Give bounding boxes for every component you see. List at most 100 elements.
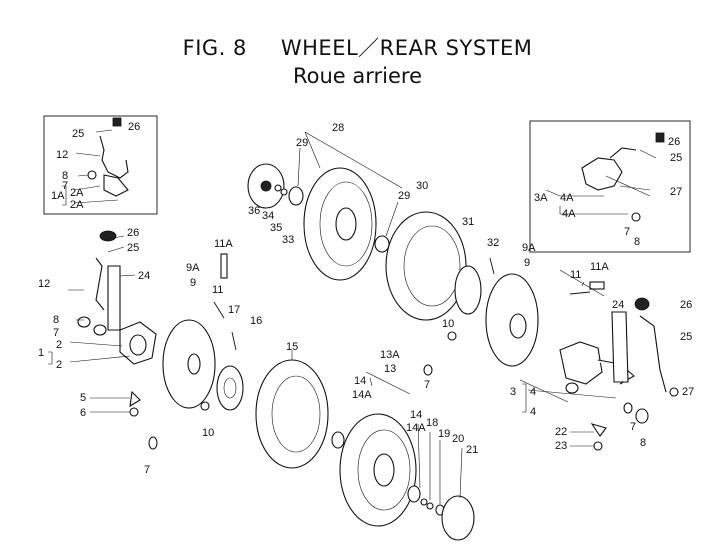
left-inset-label-25: 25: [72, 128, 84, 140]
label-11a-right: 11A: [590, 261, 609, 273]
bearing-29: [374, 235, 390, 253]
label-27-right: 27: [682, 386, 694, 398]
label-18: 18: [426, 417, 438, 429]
left-inset-bracket-line: [62, 185, 67, 206]
right-inset-leaders-b: [545, 189, 628, 215]
right-bolt-leaders: [559, 269, 605, 297]
left-assembly: 26 25 24 12 8 7 2 1 2 5 6 7 9A 9 11A 11 …: [38, 227, 262, 476]
label-11a-left: 11A: [214, 238, 233, 250]
right-inset-hub: [581, 157, 623, 191]
label-9a-left: 9A: [186, 262, 200, 274]
left-inset-hub: [103, 174, 129, 197]
left-inset-leaders: [73, 129, 119, 204]
label-9-left: 9: [190, 277, 196, 289]
right-disc-hub: [509, 313, 527, 339]
label-17-left: 17: [228, 304, 240, 316]
right-assembly: 9A 9 11 11A 10 7 24 26 25 3 4 4 27 22 23…: [423, 242, 694, 452]
left-inset: 25 26 12 8 7 1A 2A 2A: [43, 115, 158, 215]
label-23-right: 23: [555, 440, 567, 452]
right-bracket-3: [522, 383, 527, 413]
label-9a-right: 9A: [522, 242, 536, 254]
right-inset-label-7: 7: [624, 226, 630, 238]
label-7-right-low: 7: [630, 421, 636, 433]
label-33: 33: [282, 234, 294, 246]
label-15: 15: [286, 341, 298, 353]
figure-number: FIG. 8: [182, 36, 247, 60]
label-3-right: 3: [510, 386, 516, 398]
label-14-low: 14: [410, 409, 422, 421]
label-16-left: 16: [250, 315, 262, 327]
right-inset-clip: [655, 132, 665, 143]
wheel-28-hub: [335, 207, 357, 241]
right-inset-label-4a-top: 4A: [560, 192, 574, 204]
label-11-right: 11: [570, 269, 581, 281]
right-bolt-11a: [589, 281, 605, 290]
right-inset-label-26: 26: [668, 136, 680, 148]
right-inset-label-3a: 3A: [534, 192, 548, 204]
label-29-right: 29: [398, 190, 410, 202]
wheel-28-inner: [319, 181, 373, 267]
label-29-top: 29: [296, 137, 308, 149]
left-inset-label-8: 8: [62, 170, 68, 182]
label-2-left-bottom: 2: [56, 359, 62, 371]
label-29-leader: [297, 147, 301, 187]
right-nut-10: [447, 331, 457, 341]
label-7-left: 7: [53, 327, 59, 339]
left-assembly-leaders-b: [101, 235, 136, 277]
right-bracket-24: [611, 311, 629, 383]
left-inset-bushing: [87, 170, 97, 180]
label-28-leader: [304, 131, 403, 189]
left-nut-10: [200, 401, 210, 411]
bearing-14: [331, 431, 345, 449]
center-upper: 28 29 36 34 35 33 29 30 31 32: [247, 122, 499, 321]
label-19: 19: [438, 428, 450, 440]
left-disc-hub: [187, 353, 201, 375]
right-hub: [559, 341, 603, 385]
left-gear-16: [216, 365, 244, 411]
label-8-right: 8: [640, 437, 646, 449]
right-inset-label-8: 8: [634, 236, 640, 248]
left-bolt-11: [213, 301, 225, 319]
center-lower: 15 13A 13 14 14A 14 14A 18 19 20 21: [255, 341, 478, 541]
label-29b-leader: [385, 201, 399, 237]
right-clip-26: [634, 297, 650, 311]
label-7-left-bottom: 7: [144, 464, 150, 476]
clip-35: [280, 188, 288, 196]
right-inset-label-25: 25: [670, 152, 682, 164]
right-inset-leaders: [605, 149, 657, 197]
left-inset-label-7: 7: [62, 180, 68, 192]
center-lower-leaders: [417, 423, 463, 504]
right-inset-label-27: 27: [670, 186, 682, 198]
left-nut-8: [77, 316, 91, 328]
label-25-right: 25: [680, 331, 692, 343]
tire-30-inner: [403, 225, 461, 307]
left-gear-inner: [223, 377, 237, 399]
figure-subtitle: Roue arriere: [292, 64, 422, 88]
label-31: 31: [462, 216, 474, 228]
label-14a-mid: 14A: [352, 389, 372, 401]
right-inset-arm: [609, 147, 637, 159]
wheel-13-inner: [357, 429, 411, 511]
left-bolt-6: [129, 407, 139, 417]
label-24-right: 24: [612, 299, 624, 311]
right-bushing-7b: [623, 402, 633, 414]
label-7-right-mid: 7: [424, 379, 430, 391]
left-bolt-17: [231, 331, 237, 351]
left-cable: [95, 257, 105, 311]
bearing-33: [288, 186, 304, 206]
left-inset-bracket: [99, 135, 129, 179]
left-washer-7: [148, 436, 158, 450]
label-12-left: 12: [38, 278, 50, 290]
label-36: 36: [248, 205, 260, 217]
left-bracket-24: [107, 265, 121, 331]
label-32: 32: [487, 237, 499, 249]
left-bushing-7: [93, 324, 107, 336]
right-nut-27: [669, 387, 679, 397]
label-2-left-top: 2: [56, 339, 62, 351]
tire-30: [385, 211, 467, 321]
label-1-left: 1: [38, 347, 44, 359]
right-inset: 26 25 27 3A 4A 4A 7 8: [529, 120, 691, 253]
label-4-right-top: 4: [530, 386, 536, 398]
label-14-mid: 14: [354, 375, 366, 387]
